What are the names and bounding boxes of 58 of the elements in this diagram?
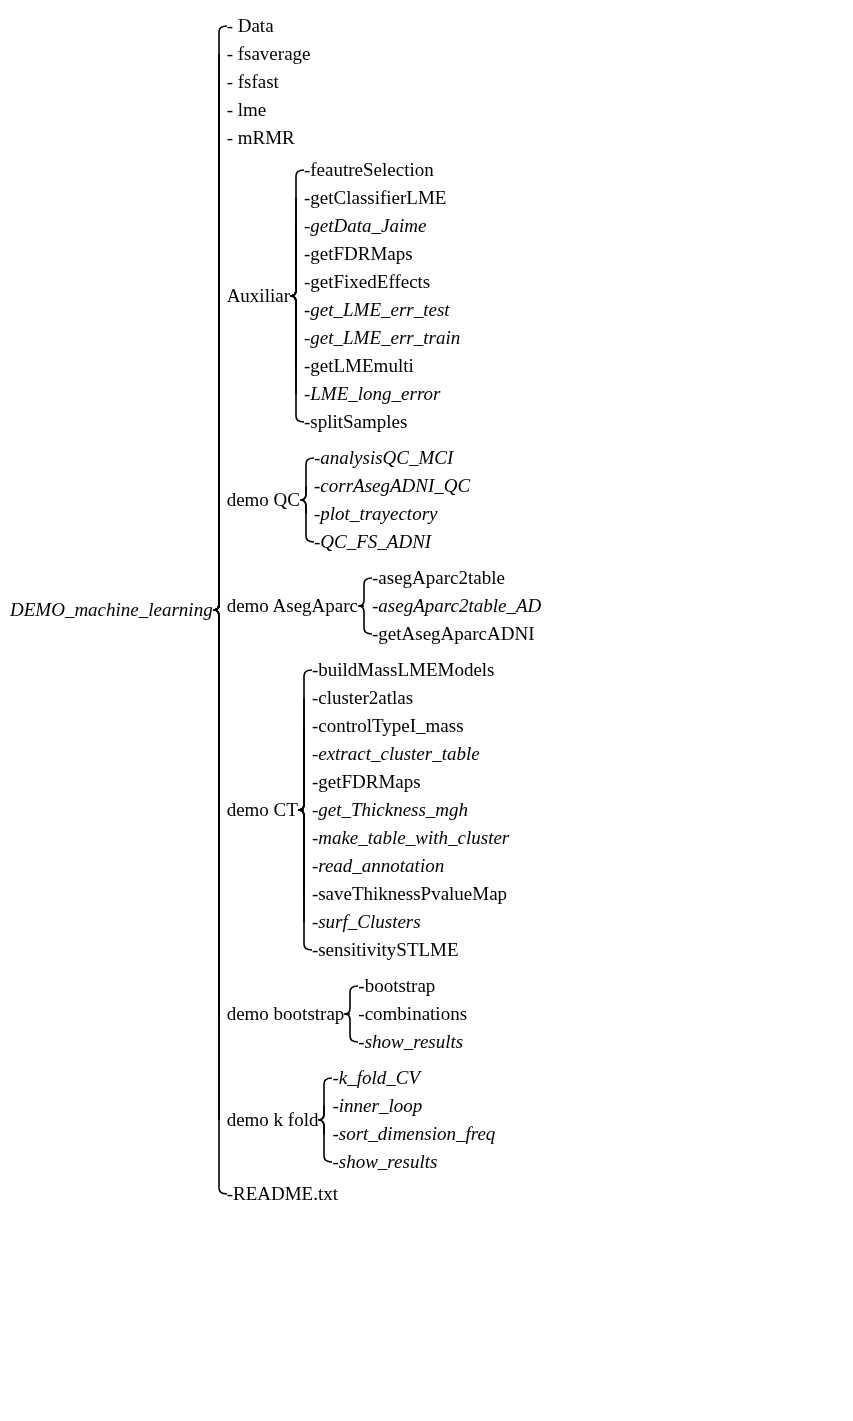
tree-item: -getFDRMaps (295, 240, 461, 268)
tree-item: -splitSamples (303, 408, 461, 436)
tree-item: -sort_dimension_freq (324, 1120, 496, 1148)
group-label: demo CT (218, 796, 298, 824)
curly-brace (344, 1013, 352, 1015)
tree-item: - fsaverage (218, 40, 542, 68)
tree-item: -get_LME_err_train (295, 324, 461, 352)
curly-brace (318, 1105, 326, 1121)
tree-item: -getData_Jaime (295, 212, 461, 240)
tree-item: -cluster2atlas (303, 684, 510, 712)
group-label: Auxiliar (218, 282, 290, 310)
tree-item: -QC_FS_ADNI (314, 528, 471, 556)
group-label: DEMO_machine_learning (10, 596, 213, 624)
tree-item: -read_annotation (303, 852, 510, 880)
curly-brace (297, 809, 313, 951)
tree-item: -show_results (332, 1148, 496, 1176)
tree-item: -sensitivitySTLME (311, 936, 510, 964)
group-label: demo k fold (218, 1106, 319, 1134)
tree-item: -surf_Clusters (303, 908, 510, 936)
tree-item: -LME_long_error (295, 380, 461, 408)
tree-item: -show_results (358, 1028, 468, 1056)
tree-item: -asegAparc2table (372, 564, 542, 592)
tree-item: -getClassifierLME (295, 184, 461, 212)
tree-item: - lme (218, 96, 542, 124)
tree-item: -getFDRMaps (303, 768, 510, 796)
tree-item: -k_fold_CV (332, 1064, 496, 1092)
tree-item: -getAsegAparcADNI (372, 620, 542, 648)
curly-brace (344, 985, 360, 1015)
curly-brace (318, 1119, 334, 1163)
group-label: demo AsegAparc (218, 592, 359, 620)
curly-brace (344, 1013, 360, 1043)
tree-item: -get_LME_err_test (295, 296, 461, 324)
tree-item: -analysisQC_MCI (314, 444, 471, 472)
tree-item: -README.txt (226, 1180, 542, 1208)
tree-item: -plot_trayectory (306, 500, 471, 528)
group-label: demo QC (218, 486, 300, 514)
tree-item: -combinations (350, 1000, 468, 1028)
tree-item: -asegAparc2table_AD (364, 592, 542, 620)
tree-item: - mRMR (218, 124, 542, 152)
tree-item: -bootstrap (358, 972, 468, 1000)
tree-item: - Data (226, 12, 542, 40)
curly-brace (299, 499, 315, 543)
curly-brace (212, 609, 228, 1195)
curly-brace (357, 605, 373, 635)
tree-item: - fsfast (218, 68, 542, 96)
tree-item: -getFixedEffects (295, 268, 461, 296)
tree-item: -buildMassLMEModels (311, 656, 510, 684)
tree-item: -get_Thickness_mgh (303, 796, 510, 824)
tree-item: -make_table_with_cluster (303, 824, 510, 852)
tree-item: -controlTypeI_mass (303, 712, 510, 740)
tree-item: -inner_loop (324, 1092, 496, 1120)
curly-brace (289, 295, 305, 423)
tree-item: -extract_cluster_table (303, 740, 510, 768)
group-label: demo bootstrap (218, 1000, 345, 1028)
tree-item: -getLMEmulti (295, 352, 461, 380)
tree-item: -corrAsegADNI_QC (306, 472, 471, 500)
tree-item: -feautreSelection (303, 156, 461, 184)
tree-item: -saveThiknessPvalueMap (303, 880, 510, 908)
